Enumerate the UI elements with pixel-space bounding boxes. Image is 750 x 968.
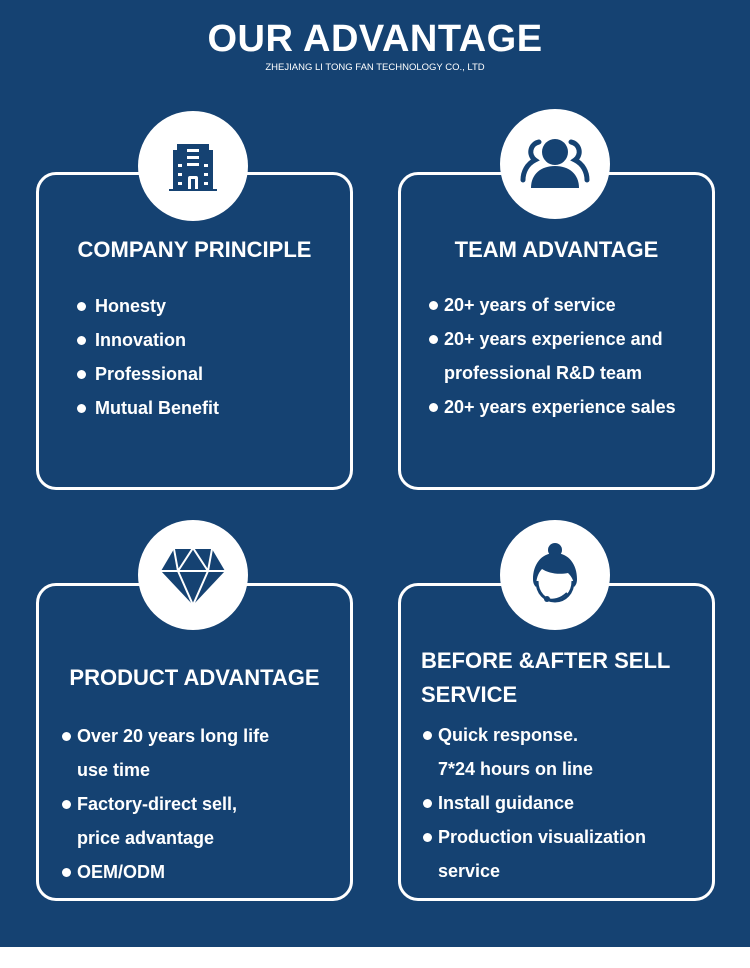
list-item: 20+ years of service	[429, 288, 676, 322]
bullet-icon	[77, 336, 86, 345]
page-title: OUR ADVANTAGE	[207, 18, 543, 60]
list-item: Quick response. 7*24 hours on line	[423, 718, 646, 786]
bullet-icon	[77, 370, 86, 379]
list-item-text: Over 20 years long life	[77, 726, 270, 746]
bullet-icon	[62, 868, 71, 877]
list-item-text: Install guidance	[438, 793, 575, 813]
list-item: Mutual Benefit	[77, 391, 219, 425]
list-item-text: service	[438, 861, 501, 881]
list-item-text: 20+ years of service	[444, 295, 616, 315]
headset-icon	[533, 543, 577, 603]
bullet-icon	[423, 799, 432, 808]
list-item-text: Production visualization	[438, 827, 647, 847]
list-item: Professional	[77, 357, 219, 391]
card-title: BEFORE &AFTER SELL SERVICE	[421, 644, 670, 712]
list-item-text: Factory-direct sell,	[77, 794, 238, 814]
list-item: Innovation	[77, 323, 219, 357]
bullet-icon	[62, 732, 71, 741]
list-item-text: use time	[77, 760, 151, 780]
icon-circle	[500, 109, 610, 219]
card-title-line: BEFORE &AFTER SELL	[421, 648, 671, 673]
company-name: ZHEJIANG LI TONG FAN TECHNOLOGY CO., LTD	[265, 62, 485, 73]
list-item-text: price advantage	[77, 828, 215, 848]
list-item: Over 20 years long life use time	[62, 719, 270, 787]
bullet-icon	[423, 731, 432, 740]
icon-circle	[138, 111, 248, 221]
bullet-icon	[429, 301, 438, 310]
bullet-icon	[77, 404, 86, 413]
bullet-icon	[423, 833, 432, 842]
list-item-text: 7*24 hours on line	[438, 759, 594, 779]
team-icon	[520, 139, 590, 189]
list-item: 20+ years experience sales	[429, 390, 676, 424]
list-item: Production visualization service	[423, 820, 647, 888]
bullet-icon	[77, 302, 86, 311]
bullet-icon	[429, 403, 438, 412]
list-item-text: Innovation	[95, 330, 186, 350]
background	[0, 0, 750, 947]
list-item-text: Mutual Benefit	[95, 398, 219, 418]
list-item: Factory-direct sell, price advantage	[62, 787, 269, 855]
list-item-text: Professional	[95, 364, 204, 384]
list-item-text: 20+ years experience and	[444, 329, 663, 349]
list-item-text: professional R&D team	[444, 363, 643, 383]
list-item: Install guidance	[423, 786, 646, 820]
card-list: 20+ years of service 20+ years experience…	[429, 288, 676, 424]
list-item-text: Honesty	[95, 296, 167, 316]
card-title-line: SERVICE	[421, 682, 518, 707]
icon-circle	[500, 520, 610, 630]
card-title: PRODUCT ADVANTAGE	[69, 665, 320, 690]
list-item-text: 20+ years experience sales	[444, 397, 676, 417]
card-title: TEAM ADVANTAGE	[454, 237, 659, 262]
list-item: Honesty	[77, 289, 219, 323]
list-item-text: OEM/ODM	[77, 862, 165, 882]
list-item: 20+ years experience and professional R&D…	[429, 322, 676, 390]
bullet-icon	[429, 335, 438, 344]
list-item-text: Quick response.	[438, 725, 579, 745]
icon-circle	[138, 520, 248, 630]
list-item: OEM/ODM	[62, 855, 269, 889]
diamond-icon	[161, 546, 225, 607]
building-icon	[169, 144, 217, 191]
card-title: COMPANY PRINCIPLE	[77, 237, 312, 262]
bullet-icon	[62, 800, 71, 809]
